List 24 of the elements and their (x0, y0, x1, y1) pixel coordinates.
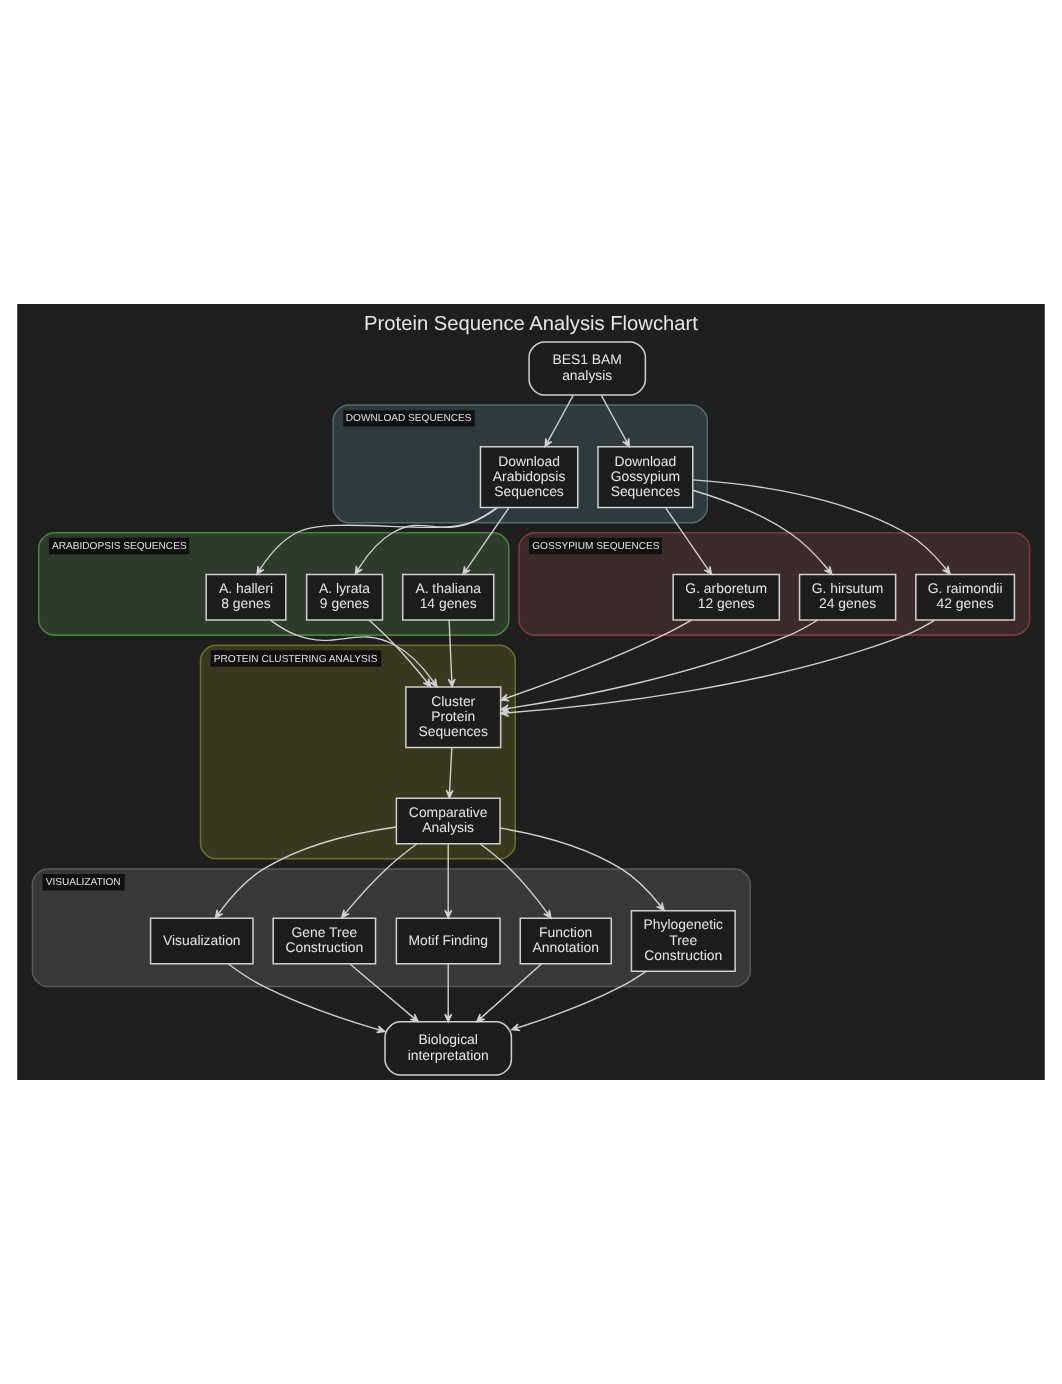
arrow (445, 747, 454, 799)
arrow (500, 619, 693, 702)
arrow (692, 479, 951, 575)
arrow (476, 963, 543, 1023)
arrow (214, 826, 397, 919)
arrow (270, 619, 438, 688)
diagram-title: Protein Sequence Analysis Flowchart (364, 314, 698, 337)
arrow (447, 619, 456, 688)
arrow (462, 507, 510, 576)
arrow (444, 963, 453, 1023)
arrow (692, 489, 833, 575)
arrow (665, 507, 713, 576)
arrow (227, 963, 386, 1034)
arrow (349, 963, 419, 1023)
arrow (444, 843, 453, 919)
arrow (544, 394, 574, 448)
arrow (354, 507, 498, 575)
arrow (479, 843, 552, 919)
arrow (511, 970, 647, 1032)
arrow (341, 843, 418, 919)
arrow (368, 619, 432, 688)
arrow (600, 394, 631, 448)
arrow (256, 507, 499, 576)
arrow (499, 827, 665, 912)
